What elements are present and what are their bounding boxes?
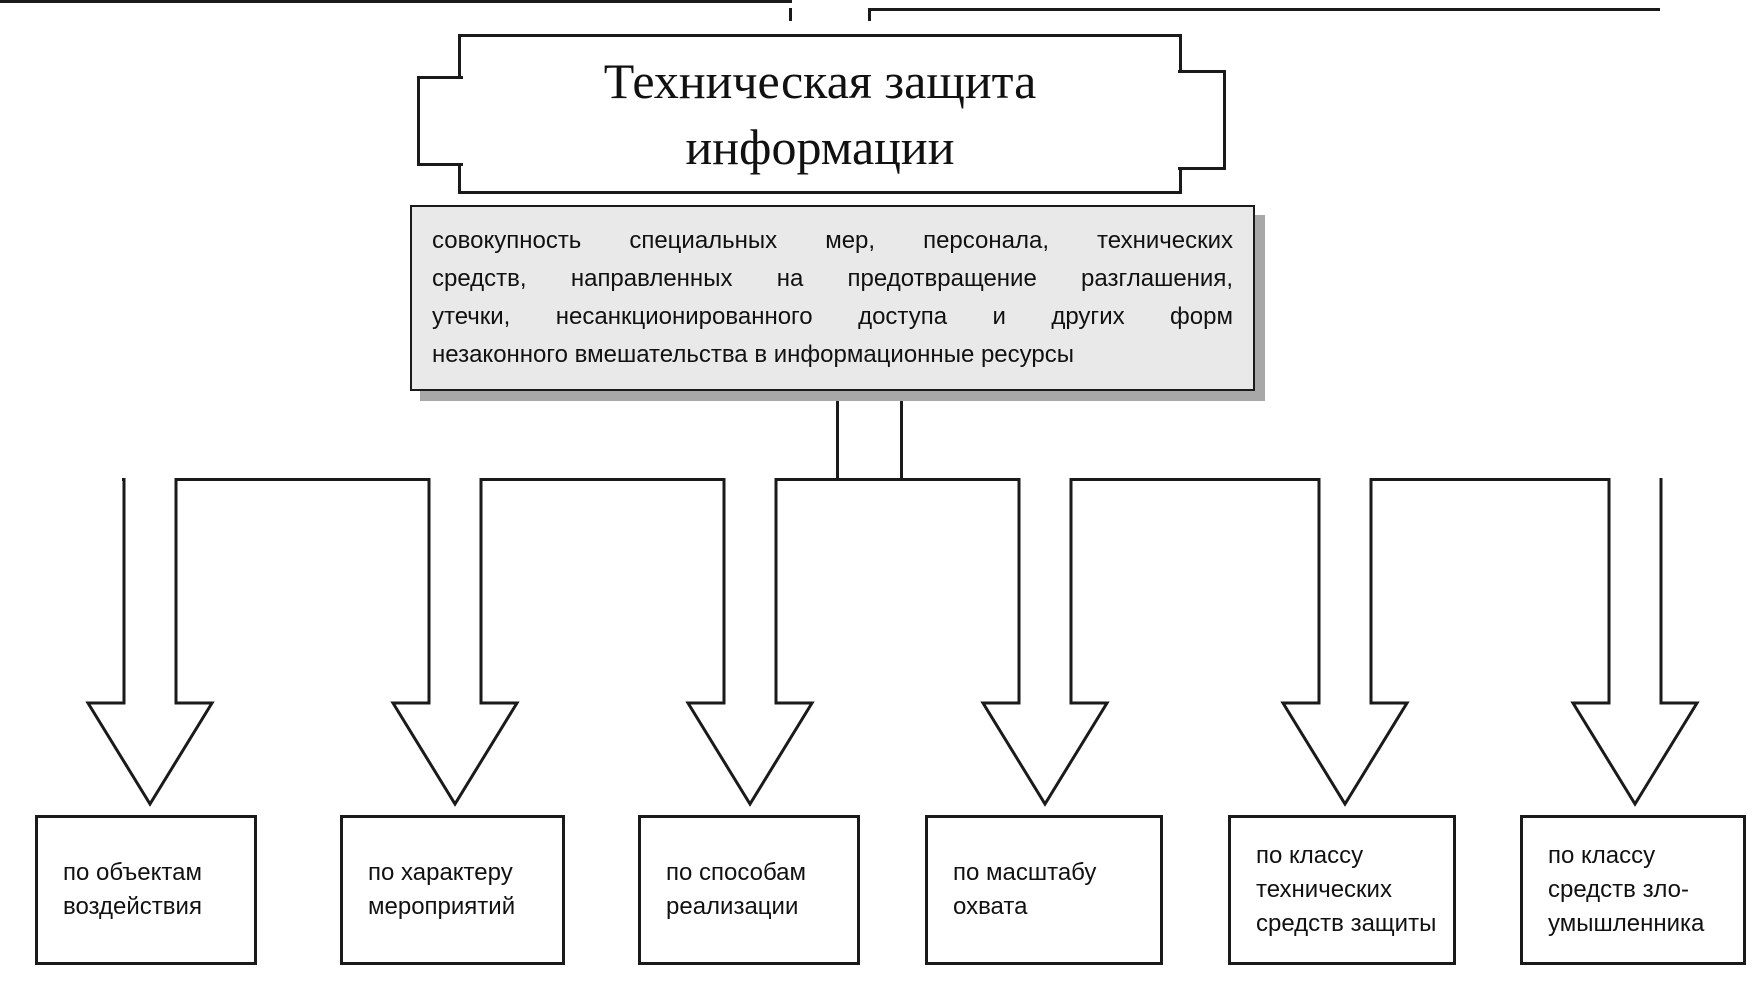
page-title-line-1: Техническая защита [603,53,1037,109]
definition-line-2: средств, направленных на предотвращение … [432,265,1233,292]
category-label-line: технических [1256,876,1392,903]
category-box-protection-class: по классу технических средств защиты [1228,815,1456,965]
down-arrow-6 [1570,478,1700,807]
category-box-objects: по объектам воздействия [35,815,257,965]
down-arrow-5 [1280,478,1410,807]
connector-vertical-line-left [836,391,839,481]
definition-line-3: утечки, несанкционированного доступа и д… [432,303,1233,330]
category-box-measures: по характеру мероприятий [340,815,565,965]
definition-line-1: совокупность специальных мер, персонала,… [432,227,1233,254]
definition-box: совокупность специальных мер, персонала,… [410,205,1255,391]
category-label-line: по классу [1548,842,1656,869]
category-box-intruder-class: по классу средств зло- умышленника [1520,815,1746,965]
category-label-line: охвата [953,893,1028,920]
category-box-implementation: по способам реализации [638,815,860,965]
category-box-scale: по масштабу охвата [925,815,1163,965]
title-plaque: Техническая защита информации [458,34,1182,194]
category-label-line: по характеру [368,859,513,886]
category-label-line: средств зло- [1548,876,1689,903]
category-label-line: воздействия [63,893,202,920]
page-title-line-2: информации [685,119,955,175]
top-border-tick-right [868,8,871,21]
definition-line-4: незаконного вмешательства в информационн… [432,341,1074,368]
category-label-line: по классу [1256,842,1364,869]
top-border-line-left [0,0,792,3]
category-label-line: реализации [666,893,799,920]
top-border-line-right [868,8,1660,11]
category-label-line: мероприятий [368,893,516,920]
category-label-line: умышленника [1548,910,1705,937]
down-arrow-2 [390,478,520,807]
down-arrow-1 [85,478,215,807]
connector-vertical-line-right [900,391,903,481]
category-label-line: средств защиты [1256,910,1437,937]
down-arrow-4 [980,478,1110,807]
top-border-tick-left [789,8,792,21]
plaque-right-tab [1178,70,1226,170]
category-label-line: по способам [666,859,807,886]
down-arrow-3 [685,478,815,807]
category-label-line: по объектам [63,859,202,886]
distribution-rail [122,478,1662,481]
category-label-line: по масштабу [953,859,1097,886]
plaque-left-tab [417,76,463,166]
